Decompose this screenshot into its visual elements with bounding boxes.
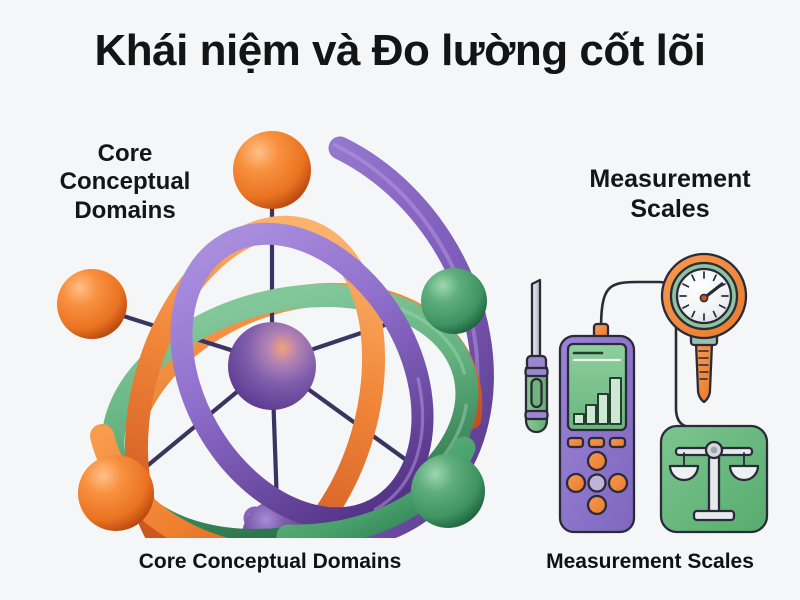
gauge-dial-ticks <box>679 271 729 321</box>
purple-ring-mid <box>170 222 434 530</box>
gauge-hub <box>699 293 709 303</box>
left-inline-label: Core Conceptual Domains <box>59 140 191 224</box>
screwdriver-icon <box>524 278 549 434</box>
caption-core-conceptual-domains: Core Conceptual Domains <box>138 550 402 573</box>
screen-bar-chart <box>573 377 622 425</box>
balance-scale-icon <box>659 424 769 534</box>
node-bottom-left <box>78 455 154 531</box>
multimeter-dpad <box>565 450 629 516</box>
caption-measurement-scales: Measurement Scales <box>546 550 754 573</box>
measurement-instruments-illustration <box>524 252 769 534</box>
nucleus <box>228 322 316 410</box>
right-inline-label: Measurement Scales <box>589 165 751 223</box>
node-bottom-right <box>411 454 485 528</box>
gauge-stem-ticks <box>698 350 709 380</box>
atom-orbital-diagram <box>57 131 494 538</box>
node-top <box>233 131 311 209</box>
multimeter-rect-buttons <box>566 436 627 449</box>
page-title: Khái niệm và Đo lường cốt lõi <box>94 26 706 75</box>
multimeter-icon <box>558 322 636 534</box>
pressure-gauge-icon <box>660 252 748 404</box>
node-right <box>421 268 487 334</box>
node-left <box>57 269 127 339</box>
